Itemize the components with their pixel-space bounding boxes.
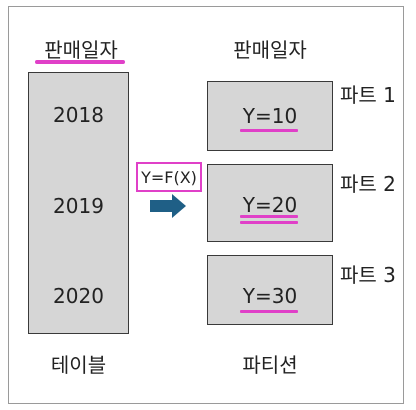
function-label: Y=F(X)	[141, 168, 197, 187]
partition-value-2-underline	[240, 215, 298, 218]
function-box	[136, 162, 202, 192]
table-header-underline	[35, 60, 125, 64]
partition-label-2: 파트 2	[340, 172, 396, 196]
partition-label-3: 파트 3	[340, 263, 396, 287]
table-year-2018: 2018	[53, 103, 104, 127]
partition-value-3: Y=30	[242, 284, 298, 308]
partition-label-1: 파트 1	[340, 83, 396, 107]
table-caption: 테이블	[50, 353, 107, 377]
partition-box-2	[207, 164, 333, 242]
arrow-right-icon	[150, 194, 186, 218]
partition-caption: 파티션	[242, 353, 298, 377]
table-year-2019: 2019	[53, 194, 104, 218]
partition-value-3-underline	[240, 310, 298, 313]
partition-box-1	[207, 81, 333, 151]
partition-value-2-underline-double	[240, 221, 298, 224]
partition-value-1-underline	[240, 129, 298, 132]
table-year-2020: 2020	[53, 284, 104, 308]
partition-value-2: Y=20	[242, 193, 298, 217]
table-header: 판매일자	[44, 38, 118, 62]
partition-header: 판매일자	[233, 38, 307, 62]
partition-value-1: Y=10	[242, 104, 298, 128]
table-box	[28, 72, 129, 334]
partition-box-3	[207, 255, 333, 325]
